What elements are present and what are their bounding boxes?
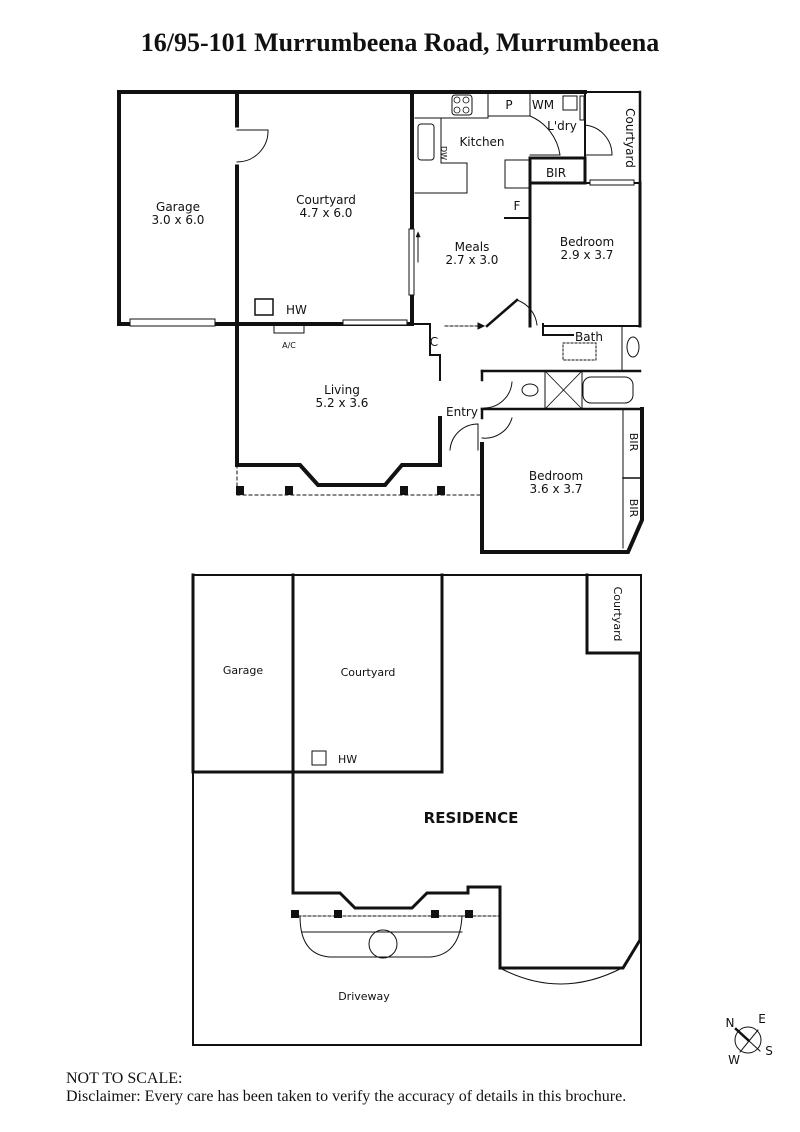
courtyard-small-label: Courtyard bbox=[623, 108, 637, 168]
wm-label: WM bbox=[532, 98, 554, 112]
laundry-label: L'dry bbox=[547, 119, 577, 133]
disclaimer-text: Disclaimer: Every care has been taken to… bbox=[66, 1088, 627, 1105]
compass-n: N bbox=[726, 1016, 735, 1030]
garage-size: 3.0 x 6.0 bbox=[152, 213, 205, 227]
bedroom2-label: Bedroom bbox=[529, 469, 583, 483]
footer: NOT TO SCALE: Disclaimer: Every care has… bbox=[66, 1070, 626, 1106]
courtyard-label: Courtyard bbox=[296, 193, 356, 207]
hw-label: HW bbox=[286, 303, 307, 317]
entry-label: Entry bbox=[446, 405, 478, 419]
bath-label: Bath bbox=[575, 330, 603, 344]
pantry-label: P bbox=[505, 98, 512, 112]
compass-w: W bbox=[728, 1053, 740, 1067]
fridge-label: F bbox=[514, 199, 521, 213]
bedroom2-size: 3.6 x 3.7 bbox=[530, 482, 583, 496]
residence-label: RESIDENCE bbox=[424, 809, 519, 827]
living-label: Living bbox=[324, 383, 360, 397]
bedroom1-label: Bedroom bbox=[560, 235, 614, 249]
courtyard-size: 4.7 x 6.0 bbox=[300, 206, 353, 220]
site-hw-label: HW bbox=[338, 753, 357, 766]
meals-size: 2.7 x 3.0 bbox=[446, 253, 499, 267]
compass-s: S bbox=[765, 1044, 773, 1058]
driveway-label: Driveway bbox=[338, 990, 390, 1003]
living-size: 5.2 x 3.6 bbox=[316, 396, 369, 410]
kitchen-label: Kitchen bbox=[459, 135, 504, 149]
site-courtyard-label: Courtyard bbox=[341, 666, 396, 679]
bir-right-lower-label: BIR bbox=[627, 499, 640, 518]
hw-unit bbox=[254, 298, 274, 316]
compass-e: E bbox=[758, 1012, 766, 1026]
page-title: 16/95-101 Murrumbeena Road, Murrumbeena bbox=[140, 28, 660, 57]
bir-right-upper-label: BIR bbox=[627, 433, 640, 452]
compass-icon bbox=[734, 1026, 762, 1054]
ac-label: A/C bbox=[282, 341, 296, 350]
garage-label: Garage bbox=[156, 200, 200, 214]
not-to-scale-note: NOT TO SCALE: bbox=[66, 1070, 183, 1087]
dw-label: DW bbox=[439, 146, 448, 160]
cupboard-label: C bbox=[430, 335, 438, 349]
meals-label: Meals bbox=[455, 240, 490, 254]
site-garage-label: Garage bbox=[223, 664, 264, 677]
bedroom1-size: 2.9 x 3.7 bbox=[561, 248, 614, 262]
site-courtyard-small-label: Courtyard bbox=[611, 587, 624, 642]
bir-top-label: BIR bbox=[546, 166, 566, 180]
